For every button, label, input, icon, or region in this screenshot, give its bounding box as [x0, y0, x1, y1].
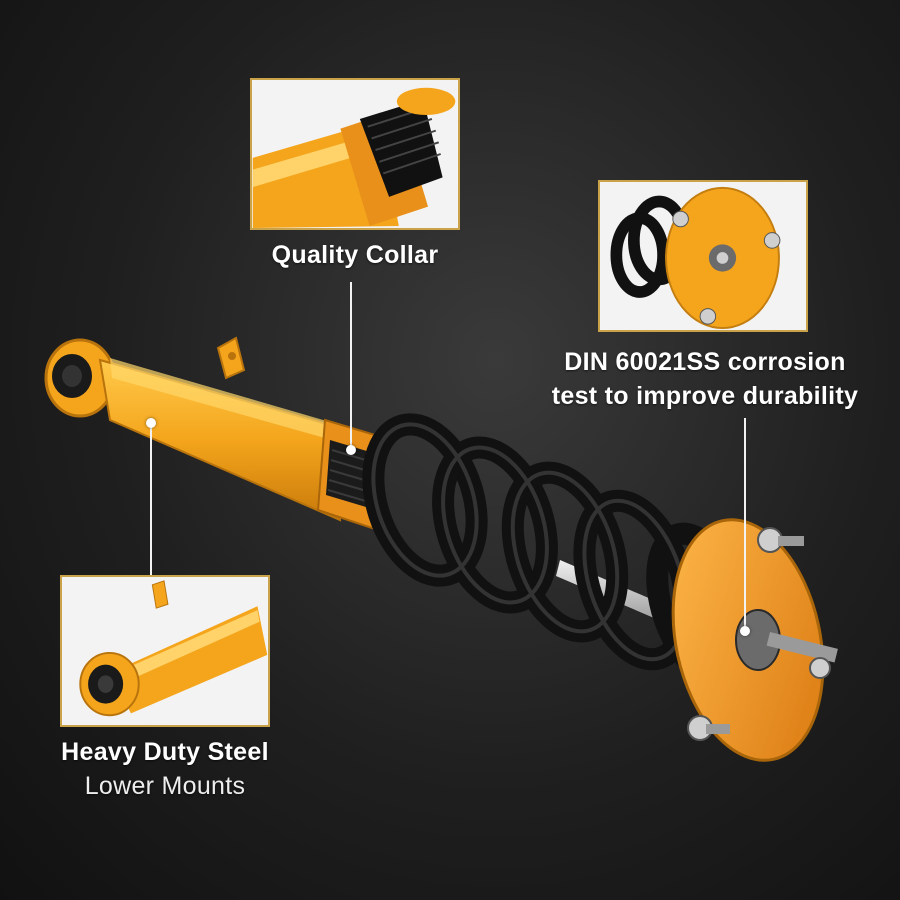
corrosion-callout: DIN 60021SS corrosion test to improve du… [520, 345, 890, 413]
corrosion-callout-line2: test to improve durability [551, 382, 859, 410]
lower-mount-detail-photo [60, 575, 270, 727]
collar-callout-label: Quality Collar [271, 241, 439, 269]
top-mount-detail-photo [598, 180, 808, 332]
collar-callout: Quality Collar [240, 238, 470, 272]
mounts-leader-line [150, 425, 152, 575]
corrosion-leader-dot [740, 626, 750, 636]
mounts-callout: Heavy Duty Steel Lower Mounts [40, 735, 290, 803]
top-mount-detail-illustration [600, 182, 806, 330]
mounts-callout-line1: Heavy Duty Steel [61, 738, 269, 766]
collar-leader-line [350, 282, 352, 450]
mounts-callout-line2: Lower Mounts [84, 772, 246, 800]
collar-detail-photo [250, 78, 460, 230]
corrosion-callout-line1: DIN 60021SS corrosion [564, 348, 846, 376]
corrosion-leader-line [744, 418, 746, 630]
mounts-leader-dot [146, 418, 156, 428]
collar-detail-illustration [252, 80, 458, 228]
lower-mount-detail-illustration [62, 577, 268, 725]
lower-eye-mount [44, 338, 116, 418]
collar-leader-dot [346, 445, 356, 455]
shock-body [98, 336, 342, 522]
top-mount-plate [671, 518, 838, 762]
